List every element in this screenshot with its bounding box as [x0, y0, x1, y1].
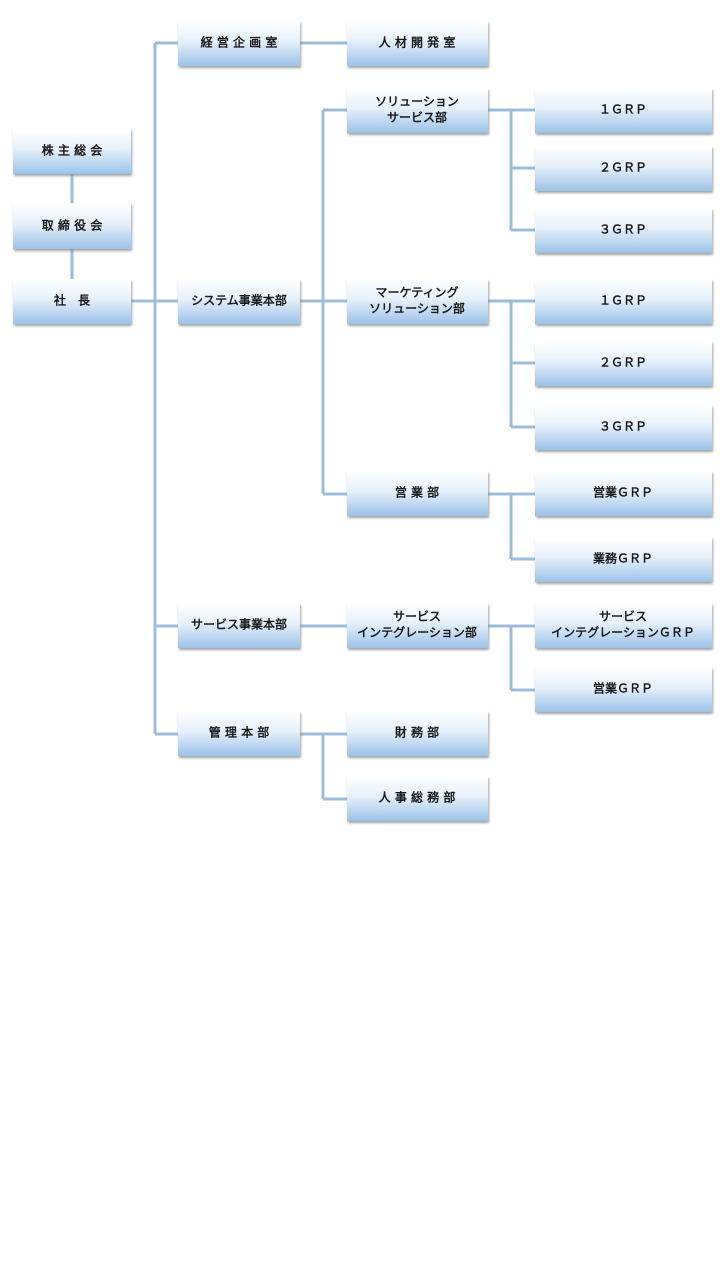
- node-label: 社 長: [53, 293, 91, 308]
- node-sol-grp3: ３ＧＲＰ: [535, 208, 712, 253]
- node-marketing: マーケティング ソリューション部: [347, 279, 488, 324]
- connectors: [70, 41, 535, 801]
- node-label: 営 業 部: [395, 485, 439, 500]
- node-label: 管 理 本 部: [209, 725, 270, 740]
- node-sales-dept: 営 業 部: [347, 471, 488, 516]
- node-label: 人 事 総 務 部: [379, 790, 456, 805]
- node-sol-grp2: ２ＧＲＰ: [535, 146, 712, 191]
- node-label: １ＧＲＰ: [599, 294, 647, 308]
- node-label: 営業ＧＲＰ: [593, 681, 653, 696]
- node-mkt-grp2: ２ＧＲＰ: [535, 341, 712, 386]
- node-label-line2: インテグレーションＧＲＰ: [551, 625, 695, 640]
- node-shareholders: 株 主 総 会: [13, 129, 131, 174]
- node-planning: 経 営 企 画 室: [178, 21, 300, 66]
- node-system-div: システム事業本部: [178, 279, 300, 324]
- node-hr-dev: 人 材 開 発 室: [347, 21, 488, 66]
- node-label: 人 材 開 発 室: [379, 35, 456, 50]
- node-si-grp: サービス インテグレーションＧＲＰ: [535, 603, 712, 648]
- node-label: 業務ＧＲＰ: [592, 551, 653, 566]
- node-board: 取 締 役 会: [13, 203, 131, 249]
- node-label: 経 営 企 画 室: [201, 35, 278, 50]
- node-label: １ＧＲＰ: [599, 103, 647, 117]
- node-label-line1: サービス: [599, 609, 647, 624]
- node-label: 営業ＧＲＰ: [593, 485, 653, 500]
- node-label: 株 主 総 会: [42, 143, 104, 158]
- node-label: 取 締 役 会: [42, 218, 104, 233]
- node-president: 社 長: [13, 279, 131, 324]
- node-sales-grp: 営業ＧＲＰ: [535, 471, 712, 516]
- nodes: 株 主 総 会 取 締 役 会 社 長 経 営 企 画 室 人 材 開 発 室 …: [13, 21, 712, 821]
- node-admin-div: 管 理 本 部: [178, 711, 300, 756]
- node-label: 財 務 部: [394, 725, 439, 740]
- node-label: ３ＧＲＰ: [599, 223, 647, 237]
- node-label-line2: サービス部: [387, 110, 447, 125]
- node-sol-grp1: １ＧＲＰ: [535, 88, 712, 133]
- node-solution-svc: ソリューション サービス部: [347, 88, 488, 133]
- node-label: ２ＧＲＰ: [599, 356, 647, 370]
- node-ops-grp: 業務ＧＲＰ: [535, 537, 712, 582]
- node-label-line1: サービス: [393, 609, 441, 624]
- node-label-line1: マーケティング: [375, 285, 458, 300]
- node-si-sales-grp: 営業ＧＲＰ: [535, 667, 712, 712]
- node-label: ３ＧＲＰ: [599, 420, 647, 434]
- node-mkt-grp1: １ＧＲＰ: [535, 279, 712, 324]
- node-service-integration: サービス インテグレーション部: [347, 603, 488, 648]
- node-label-line1: ソリューション: [375, 95, 459, 109]
- node-label-line2: ソリューション部: [369, 301, 465, 316]
- node-label: システム事業本部: [191, 293, 287, 308]
- node-label: サービス事業本部: [191, 617, 287, 632]
- node-service-div: サービス事業本部: [178, 603, 300, 648]
- node-label-line2: インテグレーション部: [357, 625, 477, 640]
- node-mkt-grp3: ３ＧＲＰ: [535, 405, 712, 450]
- node-hr-general: 人 事 総 務 部: [347, 776, 488, 821]
- node-finance: 財 務 部: [347, 711, 488, 756]
- node-label: ２ＧＲＰ: [599, 161, 647, 175]
